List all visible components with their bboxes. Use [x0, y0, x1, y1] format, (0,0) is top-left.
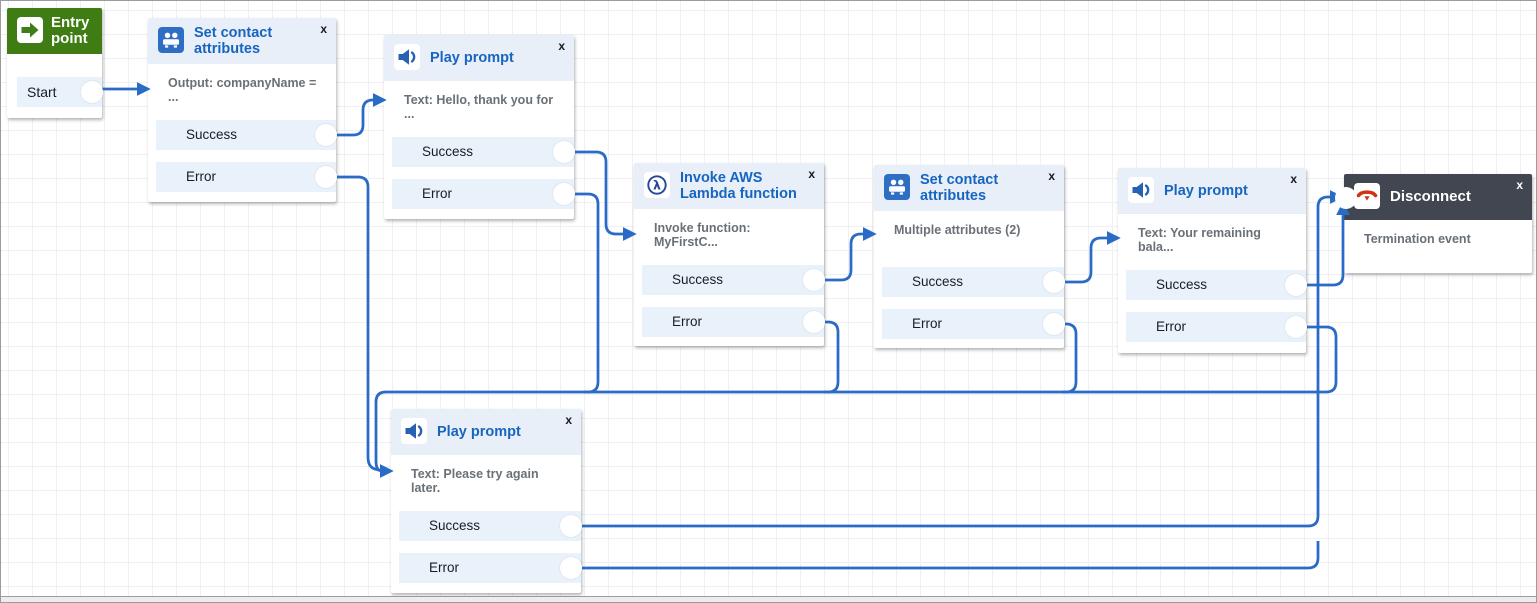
contact-attributes-icon: [158, 27, 184, 53]
node-header: λ Invoke AWS Lambda function x: [634, 163, 824, 209]
node-disconnect[interactable]: Disconnect x Termination event: [1344, 174, 1532, 273]
speaker-icon: [401, 418, 427, 444]
branch-success-label: Success: [422, 144, 474, 159]
branch-success-row: Success: [642, 265, 825, 295]
edge-setattr1-error: [324, 175, 379, 472]
node-summary: Text: Please try again later.: [411, 467, 539, 495]
node-invoke-lambda[interactable]: λ Invoke AWS Lambda function x Invoke fu…: [634, 163, 825, 346]
horizontal-scrollbar[interactable]: [1, 596, 1536, 602]
branch-success-label: Success: [1156, 277, 1208, 292]
error-output-port[interactable]: [560, 557, 582, 579]
node-summary: Invoke function: MyFirstC...: [654, 221, 751, 249]
branch-error-label: Error: [1156, 319, 1186, 334]
success-output-port[interactable]: [560, 515, 582, 537]
branch-success-label: Success: [429, 518, 481, 533]
branch-error-label: Error: [422, 186, 452, 201]
node-title: Play prompt: [437, 424, 521, 440]
error-output-port[interactable]: [1043, 313, 1065, 335]
lambda-icon: λ: [644, 172, 670, 198]
node-header: Set contact attributes x: [148, 18, 336, 64]
error-output-port[interactable]: [803, 311, 825, 333]
branch-success-row: Success: [1126, 270, 1307, 300]
node-set-contact-attributes-2[interactable]: Set contact attributes x Multiple attrib…: [874, 165, 1065, 348]
node-title: Set contact attributes: [194, 25, 273, 57]
node-title: Set contact attributes: [920, 172, 999, 204]
node-summary: Output: companyName = ...: [168, 76, 317, 104]
branch-error-row: Error: [1126, 312, 1307, 342]
branch-success-row: Success: [156, 120, 337, 150]
close-icon[interactable]: x: [565, 413, 572, 427]
edge-error-pp-error-join: [569, 541, 1320, 570]
success-output-port[interactable]: [553, 141, 575, 163]
node-header: Play prompt x: [391, 409, 581, 455]
branch-error-label: Error: [429, 560, 459, 575]
success-output-port[interactable]: [315, 124, 337, 146]
branch-error-label: Error: [912, 316, 942, 331]
entry-arrow-icon: [17, 17, 43, 43]
success-output-port[interactable]: [1285, 274, 1307, 296]
close-icon[interactable]: x: [1048, 169, 1055, 183]
branch-start-label: Start: [27, 84, 57, 100]
node-summary: Text: Your remaining bala...: [1138, 226, 1261, 254]
branch-success-row: Success: [882, 267, 1065, 297]
svg-text:λ: λ: [653, 178, 661, 193]
branch-success-row: Success: [399, 511, 582, 541]
entry-point-title: Entry point: [51, 14, 90, 47]
node-title: Disconnect: [1390, 188, 1471, 205]
node-header: Play prompt x: [1118, 168, 1306, 214]
close-icon[interactable]: x: [320, 22, 327, 36]
node-play-prompt-2[interactable]: Play prompt x Text: Your remaining bala.…: [1118, 168, 1307, 353]
error-output-port[interactable]: [1285, 316, 1307, 338]
start-output-port[interactable]: [81, 81, 103, 103]
node-set-contact-attributes-1[interactable]: Set contact attributes x Output: company…: [148, 18, 337, 202]
branch-error-label: Error: [186, 169, 216, 184]
branch-success-label: Success: [672, 272, 724, 287]
close-icon[interactable]: x: [808, 167, 815, 181]
branch-error-row: Error: [882, 309, 1065, 339]
branch-error-row: Error: [642, 307, 825, 337]
branch-error-label: Error: [672, 314, 702, 329]
disconnect-phone-icon: [1354, 183, 1380, 209]
node-header: Play prompt x: [384, 35, 574, 81]
node-title: Invoke AWS Lambda function: [680, 170, 797, 202]
error-output-port[interactable]: [315, 166, 337, 188]
branch-success-row: Success: [392, 137, 575, 167]
contact-attributes-icon: [884, 174, 910, 200]
node-summary: Text: Hello, thank you for ...: [404, 93, 554, 121]
error-output-port[interactable]: [553, 183, 575, 205]
node-title: Play prompt: [1164, 183, 1248, 199]
speaker-icon: [1128, 177, 1154, 203]
disconnect-input-port[interactable]: [1335, 187, 1357, 209]
node-play-prompt-error[interactable]: Play prompt x Text: Please try again lat…: [391, 409, 582, 593]
node-header: Set contact attributes x: [874, 165, 1064, 211]
branch-error-row: Error: [399, 553, 582, 583]
entry-point-header: Entry point: [7, 8, 102, 54]
close-icon[interactable]: x: [1516, 178, 1523, 192]
branch-error-row: Error: [156, 162, 337, 192]
node-header: Disconnect x: [1344, 174, 1532, 220]
speaker-icon: [394, 44, 420, 70]
success-output-port[interactable]: [1043, 271, 1065, 293]
branch-success-label: Success: [912, 274, 964, 289]
close-icon[interactable]: x: [1290, 172, 1297, 186]
node-title: Play prompt: [430, 50, 514, 66]
close-icon[interactable]: x: [558, 39, 565, 53]
node-entry-point[interactable]: Entry point Start: [7, 8, 103, 118]
branch-start-row: Start: [17, 77, 103, 107]
branch-error-row: Error: [392, 179, 575, 209]
branch-success-label: Success: [186, 127, 238, 142]
success-output-port[interactable]: [803, 269, 825, 291]
node-summary: Multiple attributes (2): [894, 223, 1021, 237]
node-summary: Termination event: [1364, 232, 1471, 246]
edge-pp1-error-join: [562, 192, 600, 394]
node-play-prompt-1[interactable]: Play prompt x Text: Hello, thank you for…: [384, 35, 575, 219]
